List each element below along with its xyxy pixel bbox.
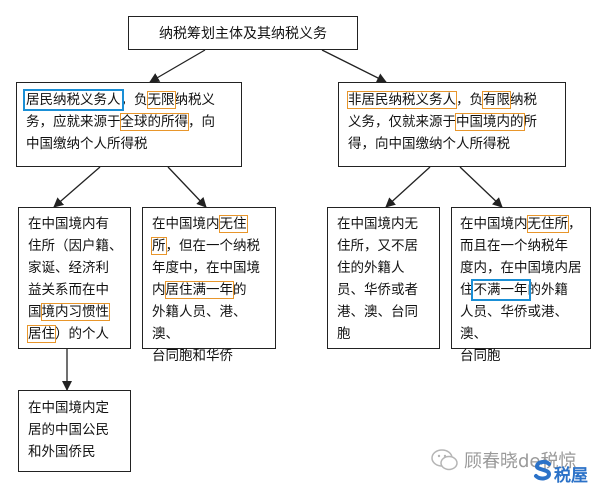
watermark: 顾春晓de税惊 税屋 (430, 443, 605, 486)
less-than-year-highlight: 不满一年 (470, 279, 531, 301)
shuiwu-logo-icon (534, 459, 552, 481)
limited-highlight: 有限 (482, 91, 511, 109)
arrow-left-to-l2 (167, 166, 207, 208)
nonresident-term: 非居民纳税义务人 (347, 91, 457, 109)
nonresident-taxpayer-box: 非居民纳税义务人，负有限纳税 义务，仅就来源于中国境内的所 得，向中国缴纳个人所… (338, 82, 566, 167)
china-source-highlight: 中国境内的 (455, 113, 525, 131)
residence-highlight: 居住 (27, 325, 56, 343)
less-than-year-nonresident-box: 在中国境内无住所， 而且在一个纳税年 度内，在中国境内居 住不满一年的外籍 人员… (451, 207, 591, 364)
arrow-right-to-r1 (385, 166, 431, 208)
arrow-root-to-right (321, 49, 387, 83)
resident-taxpayer-box: 居民纳税义务人，负无限纳税义 务，应就来源于全球的所得，向 中国缴纳个人所得税 (16, 82, 242, 167)
arrow-right-to-r2 (459, 166, 503, 208)
unlimited-highlight: 无限 (146, 91, 176, 109)
non-domicile-nonresident-box: 在中国境内无 住所，又不居 住的外籍人 员、华侨或者 港、澳、台同 胞 (327, 207, 440, 349)
settled-citizens-box: 在中国境内定 居的中国公民 和外国侨民 (18, 390, 131, 472)
no-domicile-highlight-right: 无住所 (526, 215, 569, 233)
resident-term: 居民纳税义务人 (23, 89, 124, 111)
arrow-left-to-l1 (53, 166, 101, 208)
one-year-resident-box: 在中国境内无住 所，但在一个纳税 年度中，在中国境 内居住满一年的 外籍人员、港… (142, 207, 276, 364)
full-year-highlight: 居住满一年 (164, 281, 234, 299)
wechat-icon (431, 449, 458, 471)
watermark-brand: 税屋 (554, 466, 588, 486)
domicile-resident-box: 在中国境内有 住所（因户籍、 家诞、经济利 益关系而在中 国境内习惯性 居住）的… (18, 207, 131, 349)
arrow-root-to-left (149, 49, 206, 83)
root-title: 纳税筹划主体及其纳税义务 (159, 26, 327, 42)
root-box: 纳税筹划主体及其纳税义务 (128, 16, 358, 50)
no-domicile-highlight-left: 无住 (218, 215, 248, 233)
global-income-highlight: 全球的所得 (119, 113, 189, 131)
watermark-text: 顾春晓de税惊 (464, 451, 577, 472)
habitual-residence-highlight: 境内习惯性 (40, 303, 110, 321)
